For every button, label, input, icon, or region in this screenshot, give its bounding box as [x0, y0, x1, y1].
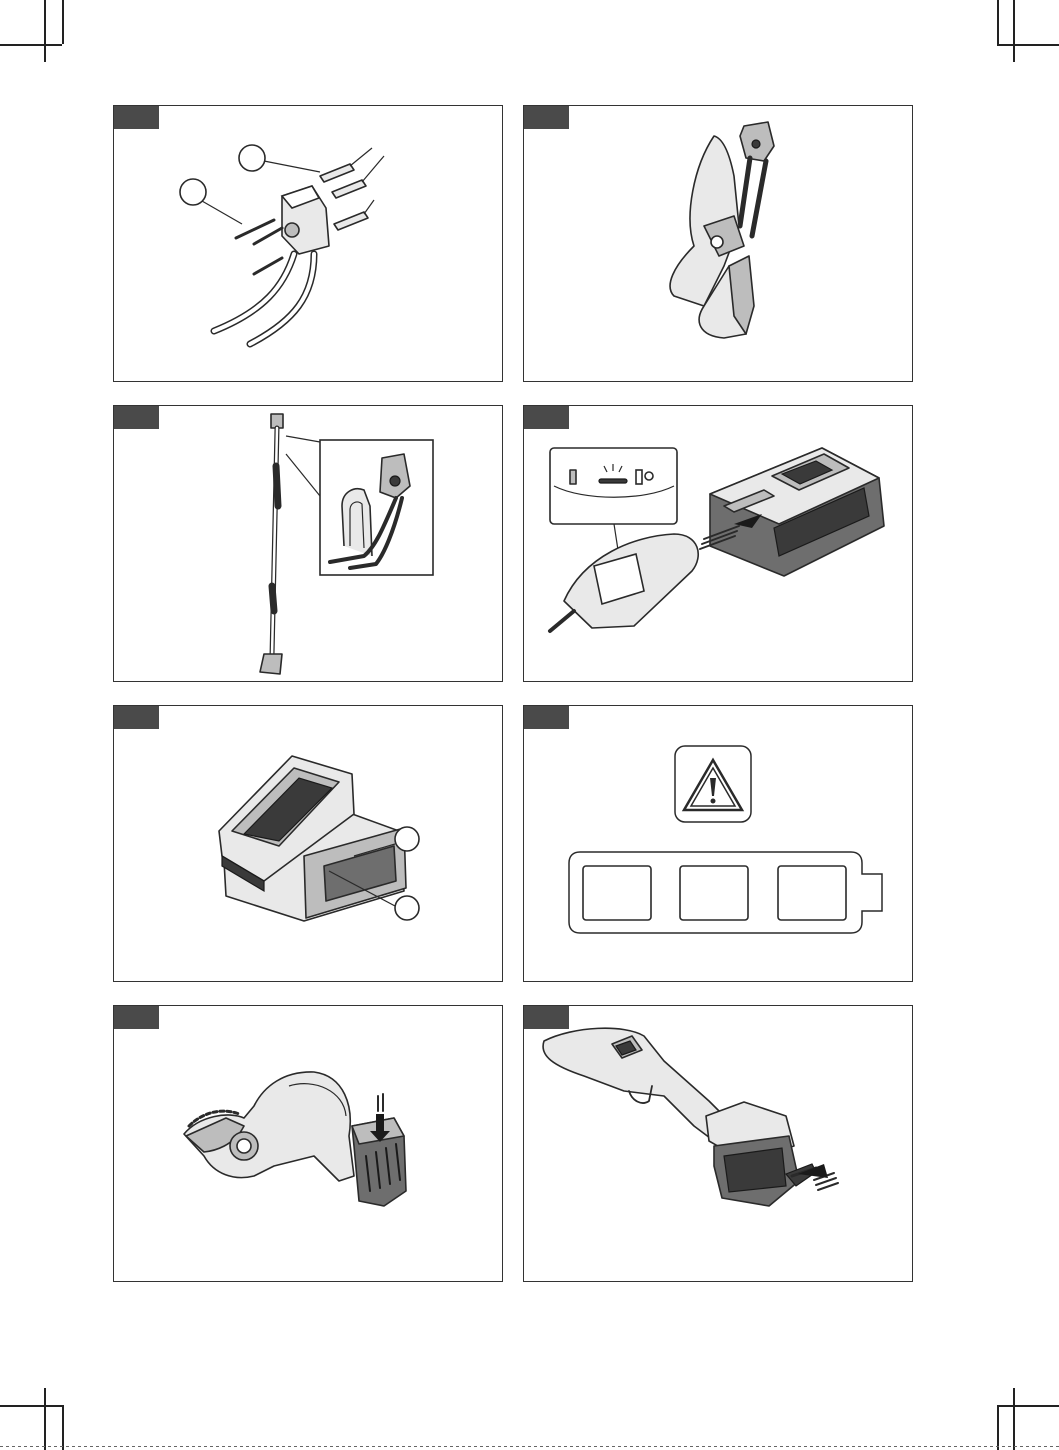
pole-pruner-illustration — [114, 406, 504, 683]
panel-pole-pruner-bracket — [113, 405, 503, 682]
callout-circle — [395, 896, 419, 920]
crop-mark — [0, 1405, 62, 1407]
panel-battery-on-charger — [113, 705, 503, 982]
crop-mark — [997, 44, 1059, 46]
battery-on-charger-illustration — [114, 706, 504, 983]
crop-mark — [0, 44, 62, 46]
battery-cell — [583, 866, 651, 920]
indicator-illustration — [524, 706, 914, 983]
panel-bracket-assembly — [113, 105, 503, 382]
indicator-inset — [550, 448, 677, 524]
bracket-assembly-illustration — [114, 106, 504, 383]
battery-level-icon — [569, 852, 882, 933]
warning-triangle-icon — [675, 746, 751, 822]
panel-charge-indicator — [523, 705, 913, 982]
panel-insert-battery-pole — [523, 1005, 913, 1282]
pruner-on-hook-illustration — [524, 106, 914, 383]
crop-mark — [997, 0, 999, 44]
crop-mark — [1013, 0, 1015, 62]
battery-cell — [778, 866, 846, 920]
callout-circle — [395, 827, 419, 851]
callout-circle — [239, 145, 265, 171]
crop-mark — [62, 1405, 64, 1450]
pruner-battery-illustration — [114, 1006, 504, 1283]
battery-cell — [680, 866, 748, 920]
crop-mark — [44, 0, 46, 62]
crop-mark — [62, 0, 64, 44]
crop-mark — [997, 1405, 999, 1450]
panel-insert-battery-pruner — [113, 1005, 503, 1282]
crop-mark — [997, 1405, 1059, 1407]
pole-battery-illustration — [524, 1006, 914, 1283]
detail-inset — [320, 440, 433, 575]
panel-battery-charger — [523, 405, 913, 682]
dotted-edge — [0, 1446, 1059, 1447]
panel-pruner-on-hook — [523, 105, 913, 382]
crop-mark — [1013, 1388, 1015, 1450]
battery-charger-illustration — [524, 406, 914, 683]
crop-mark — [44, 1388, 46, 1450]
